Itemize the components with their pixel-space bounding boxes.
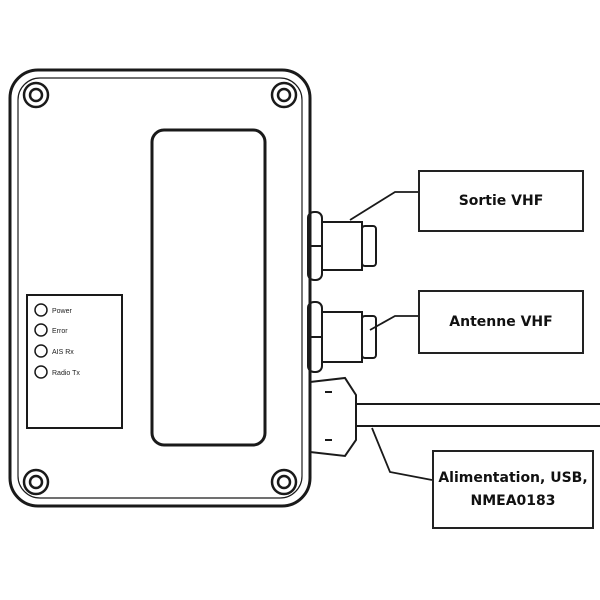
callout-vhf-antenna: Antenne VHF [418, 290, 584, 354]
led-radio-tx-icon [34, 365, 48, 379]
cable-gland [309, 376, 600, 458]
device-body [8, 68, 312, 508]
display-window [150, 128, 267, 447]
leader-line [369, 315, 418, 331]
led-power-icon [34, 303, 48, 317]
led-label-ais-rx: AIS Rx [52, 349, 74, 356]
leader-line [371, 427, 433, 481]
callout-vhf-out: Sortie VHF [418, 170, 584, 232]
vhf-out-connector [307, 211, 377, 281]
callout-power-usb-nmea: Alimentation, USB, NMEA0183 [432, 450, 594, 529]
led-label-radio-tx: Radio Tx [52, 370, 80, 377]
led-panel [26, 294, 123, 429]
leader-line [349, 191, 418, 221]
screw-icon [270, 81, 298, 109]
led-error-icon [34, 323, 48, 337]
led-ais-rx-icon [34, 344, 48, 358]
led-label-power: Power [52, 308, 73, 315]
screw-icon [22, 81, 50, 109]
callout-text: Sortie VHF [458, 192, 544, 209]
callout-text: NMEA0183 [470, 492, 556, 509]
vhf-antenna-connector [307, 301, 377, 373]
callout-text: Antenne VHF [449, 313, 553, 330]
screw-icon [22, 468, 50, 496]
callout-text: Alimentation, USB, [438, 470, 588, 487]
led-label-error: Error [52, 328, 68, 335]
screw-icon [270, 468, 298, 496]
